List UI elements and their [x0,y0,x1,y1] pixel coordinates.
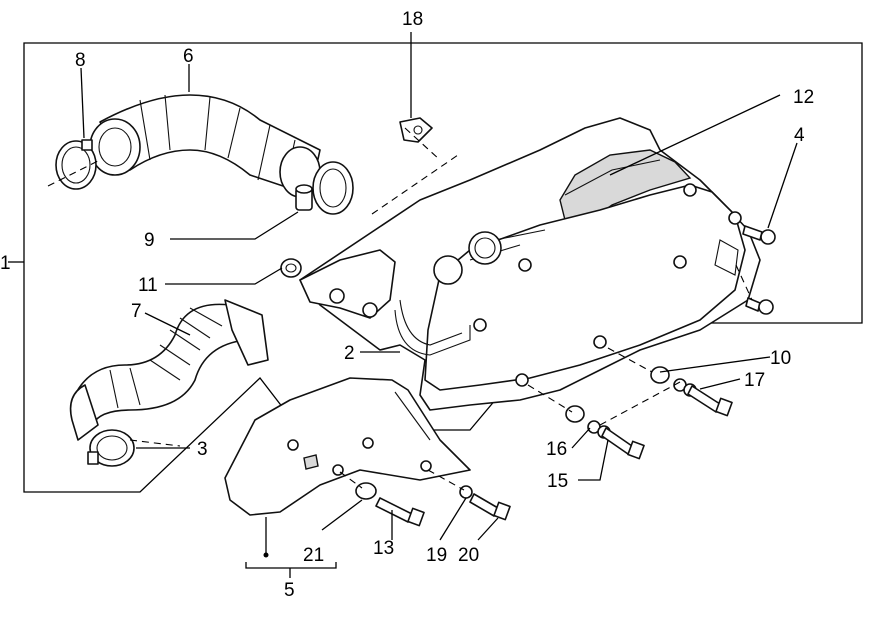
screw-4-lower [745,297,774,315]
spacer-10 [650,366,670,384]
bolt-19-20 [459,485,511,521]
callout-6: 6 [183,46,194,67]
callout-7: 7 [131,301,142,322]
callout-19: 19 [426,545,447,566]
callout-13: 13 [373,538,394,559]
callout-11: 11 [138,275,158,296]
callout-5: 5 [284,580,295,601]
spacer-21 [355,482,377,500]
bolt-13 [375,497,425,527]
bolt-17 [673,378,733,417]
air-filter-housing [299,117,761,411]
rubber-cap [295,184,313,211]
callout-18: 18 [402,9,423,30]
spacer-16 [565,405,585,423]
spring-clip [399,117,433,143]
callout-17: 17 [744,370,765,391]
callout-21: 21 [303,545,324,566]
hose-clamp-left [55,139,97,190]
lower-cover-plate [224,377,471,516]
screw-4-upper [742,225,776,245]
hose-clamp-right [312,161,354,215]
callout-9: 9 [144,230,155,251]
callout-20: 20 [458,545,479,566]
callout-1: 1 [0,253,11,274]
callout-15: 15 [547,471,568,492]
assembly-bracket-line [23,42,863,493]
intake-hose [89,94,321,198]
callout-16: 16 [546,439,567,460]
callout-8: 8 [75,50,86,71]
hose-clamp-duct [87,429,135,467]
callout-4: 4 [794,125,805,146]
callout-2: 2 [344,343,355,364]
bolt-15 [587,420,645,460]
callout-3: 3 [197,439,208,460]
callout-10: 10 [770,348,791,369]
callout-12: 12 [793,87,814,108]
intake-duct [69,299,269,441]
grommet-11 [280,258,302,278]
